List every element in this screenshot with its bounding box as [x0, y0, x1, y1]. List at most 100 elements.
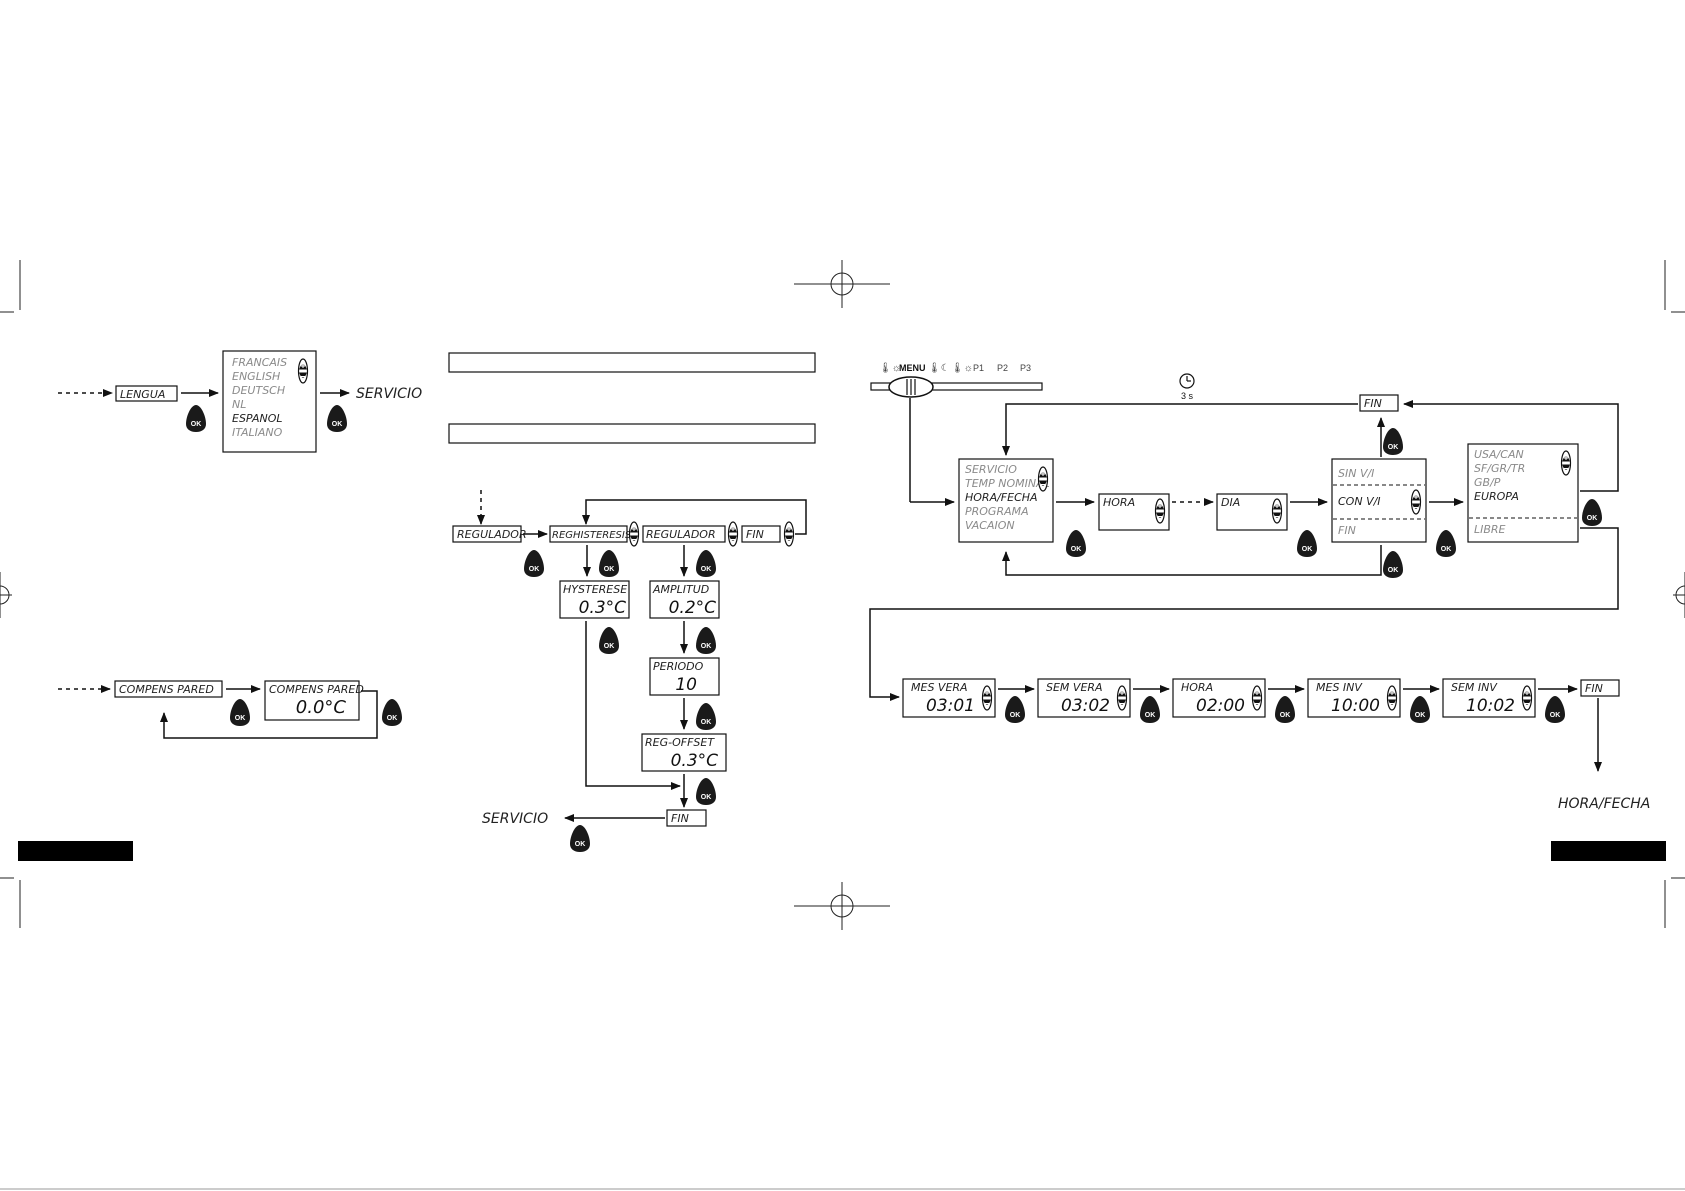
- ok-label: OK: [1145, 712, 1156, 719]
- sin-vi-option[interactable]: SIN V/I: [1338, 467, 1374, 480]
- p2-label: P2: [997, 363, 1008, 373]
- p1-label: P1: [973, 363, 984, 373]
- compens-pared-title: COMPENS PARED: [269, 683, 364, 696]
- plus-minus-icon[interactable]: [628, 521, 640, 547]
- language-option-5[interactable]: ITALIANO: [232, 426, 283, 439]
- crop-marks: [0, 260, 1685, 1190]
- svg-text:OK: OK: [191, 421, 202, 428]
- fin-option[interactable]: FIN: [1338, 524, 1356, 537]
- language-option-3[interactable]: NL: [232, 398, 246, 411]
- plus-minus-icon[interactable]: [1521, 685, 1533, 711]
- ok-label: OK: [1415, 712, 1426, 719]
- menu-item-3[interactable]: PROGRAMA: [965, 505, 1029, 518]
- plus-minus-icon[interactable]: [1037, 466, 1049, 492]
- periodo-display: [649, 657, 720, 696]
- header-bar: [448, 423, 816, 444]
- plus-minus-icon[interactable]: [1271, 498, 1283, 524]
- plus-minus-icon[interactable]: [1410, 489, 1422, 515]
- reg-histeresis-label: REGHISTERESIS: [552, 530, 632, 541]
- servicio-return-label: SERVICIO: [482, 811, 548, 827]
- amplitud-value: 0.2°C: [669, 598, 717, 618]
- libre-option[interactable]: LIBRE: [1474, 523, 1506, 536]
- hold-duration: 3 s: [1181, 391, 1194, 401]
- regulador-label: REGULADOR: [457, 528, 527, 541]
- dst-value-0: 03:01: [926, 696, 975, 716]
- compens-display: [264, 680, 360, 721]
- menu-item-2[interactable]: HORA/FECHA: [965, 491, 1038, 504]
- thermo-moon-icon: 🌡☾: [928, 362, 950, 374]
- menu-item-0[interactable]: SERVICIO: [965, 463, 1017, 476]
- language-section: LENGUA OK FRANCAISENGLISHDEUTSCHNLESPANO…: [58, 350, 422, 453]
- svg-text:OK: OK: [701, 566, 712, 573]
- hysterese-value: 0.3°C: [579, 598, 627, 618]
- svg-text:OK: OK: [1388, 444, 1399, 451]
- plus-minus-icon[interactable]: [1154, 498, 1166, 524]
- servicio-label: SERVICIO: [356, 386, 422, 402]
- svg-text:OK: OK: [1071, 546, 1082, 553]
- svg-text:OK: OK: [701, 643, 712, 650]
- svg-text:OK: OK: [1388, 567, 1399, 574]
- plus-minus-icon[interactable]: [981, 685, 993, 711]
- con-vi-option[interactable]: CON V/I: [1338, 495, 1381, 508]
- fin-final-label: FIN: [1585, 682, 1603, 695]
- region-option-0[interactable]: USA/CAN: [1474, 448, 1524, 461]
- menu-item-1[interactable]: TEMP NOMINAL: [965, 477, 1050, 490]
- thermo-sun-icon: 🌡☼: [951, 362, 973, 374]
- ok-label: OK: [1010, 712, 1021, 719]
- dst-label-4: SEM INV: [1451, 681, 1498, 694]
- p3-label: P3: [1020, 363, 1031, 373]
- reg-offset-display: [641, 733, 727, 772]
- amplitud-display: [649, 580, 720, 619]
- dst-value-2: 02:00: [1196, 696, 1245, 716]
- amplitud-label: AMPLITUD: [652, 583, 709, 596]
- dst-display-3: [1307, 678, 1401, 718]
- fin-end-label: FIN: [671, 812, 689, 825]
- plus-minus-icon[interactable]: [1251, 685, 1263, 711]
- plus-minus-icon[interactable]: [783, 521, 795, 547]
- regulador-option-label: REGULADOR: [646, 528, 716, 541]
- dst-value-1: 03:02: [1061, 696, 1110, 716]
- wall-compensation-section: COMPENS PARED OK COMPENS PARED 0.0°C OK: [58, 680, 402, 739]
- mode-selector[interactable]: 🌡☼ MENU 🌡☾ 🌡☼ P1 P2 P3: [870, 362, 1043, 398]
- menu-item-4[interactable]: VACAION: [965, 519, 1015, 532]
- clock-icon: [1179, 373, 1195, 389]
- dst-display-4: [1442, 678, 1536, 718]
- dst-label-2: HORA: [1181, 681, 1213, 694]
- language-option-2[interactable]: DEUTSCH: [232, 384, 285, 397]
- svg-text:OK: OK: [575, 841, 586, 848]
- svg-text:OK: OK: [604, 566, 615, 573]
- black-tab-right: [1551, 841, 1666, 861]
- header-bar: [448, 352, 816, 373]
- svg-text:OK: OK: [332, 421, 343, 428]
- compens-value: 0.0°C: [296, 697, 347, 718]
- svg-text:OK: OK: [529, 566, 540, 573]
- svg-text:OK: OK: [387, 715, 398, 722]
- region-option-2[interactable]: GB/P: [1474, 476, 1501, 489]
- reg-offset-value: 0.3°C: [671, 751, 719, 771]
- main-menu-box: [958, 458, 1054, 543]
- hora-label: HORA: [1103, 496, 1135, 509]
- plus-minus-icon[interactable]: [297, 358, 309, 384]
- svg-text:OK: OK: [701, 794, 712, 801]
- language-option-1[interactable]: ENGLISH: [232, 370, 280, 383]
- plus-minus-icon[interactable]: [1386, 685, 1398, 711]
- svg-text:OK: OK: [1302, 546, 1313, 553]
- compens-pared-label: COMPENS PARED: [119, 683, 214, 696]
- plus-minus-icon[interactable]: [727, 521, 739, 547]
- language-option-4[interactable]: ESPANOL: [232, 412, 283, 425]
- fin-top-label: FIN: [1364, 397, 1382, 410]
- dst-display-0: [902, 678, 996, 718]
- region-option-1[interactable]: SF/GR/TR: [1474, 462, 1525, 475]
- region-option-3[interactable]: EUROPA: [1474, 490, 1519, 503]
- reg-offset-label: REG-OFFSET: [645, 736, 715, 749]
- language-option-0[interactable]: FRANCAIS: [232, 356, 287, 369]
- menu-label: MENU: [899, 363, 926, 373]
- plus-minus-icon[interactable]: [1116, 685, 1128, 711]
- dst-display-2: [1172, 678, 1266, 718]
- fin-label: FIN: [746, 528, 764, 541]
- plus-minus-icon[interactable]: [1560, 450, 1572, 476]
